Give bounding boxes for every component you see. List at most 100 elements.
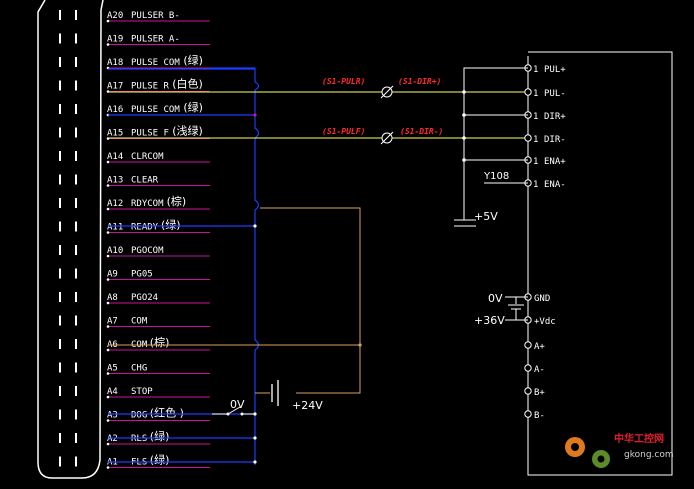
pin-label: A14 xyxy=(107,152,123,162)
pin-name: CLEAR xyxy=(131,176,159,186)
pin-label: A3 xyxy=(107,411,118,421)
terminal-label: DIR- xyxy=(544,135,566,145)
power-terminal-circle xyxy=(524,364,532,372)
pin-name: PULSE F xyxy=(131,129,169,139)
signal-label-upper-left: (S1-PULR) xyxy=(322,77,365,86)
pin-dot xyxy=(106,231,110,234)
terminal-label: ENA+ xyxy=(544,157,566,167)
power-terminal-circle xyxy=(524,341,532,349)
pin-name: PGOCOM xyxy=(131,246,164,256)
pin-note: (红色 ) xyxy=(150,406,184,420)
pin-note: (绿) xyxy=(183,100,203,114)
signal-label-lower-right: (S1-DIR-) xyxy=(400,127,443,136)
power-terminal-label: GND xyxy=(534,294,550,304)
pin-name: STOP xyxy=(131,387,153,397)
power-terminal-circle xyxy=(524,387,532,395)
pin-name: PULSER A- xyxy=(131,35,180,45)
pin-note: (绿) xyxy=(150,453,170,467)
plus36v-label: +36V xyxy=(474,314,505,327)
pin-label: A7 xyxy=(107,317,118,327)
pin-dot xyxy=(106,184,110,187)
pin-label: A8 xyxy=(107,293,118,303)
pin-dot xyxy=(106,466,110,469)
terminal-label: PUL- xyxy=(544,89,566,99)
pin-dot xyxy=(106,278,110,281)
pin-note: (绿) xyxy=(183,53,203,67)
gear-icon xyxy=(565,437,610,468)
signal-label-upper-right: (S1-DIR+) xyxy=(398,77,441,86)
zero-v-driver-label: 0V xyxy=(488,292,503,305)
power-terminal-label: A+ xyxy=(534,342,545,352)
pin-note: (绿) xyxy=(150,429,170,443)
connector-pin-stubs xyxy=(59,10,77,467)
pin-label: A17 xyxy=(107,82,123,92)
connector-outline xyxy=(37,0,104,479)
terminal-number: 1 xyxy=(533,180,538,190)
pin-name: PGO24 xyxy=(131,293,158,303)
terminal-number: 1 xyxy=(533,112,538,122)
pin-label: A15 xyxy=(107,129,123,139)
power-terminal-label: +Vdc xyxy=(534,317,556,327)
pin-name: CHG xyxy=(131,364,147,374)
pin-dot xyxy=(106,160,110,164)
pin-name: PULSE COM xyxy=(131,105,180,115)
pin-label: A9 xyxy=(107,270,118,280)
pin-label: A16 xyxy=(107,105,123,115)
pulse-wires xyxy=(108,91,528,139)
pin-label: A13 xyxy=(107,176,123,186)
plus24v-source xyxy=(271,380,279,406)
pin-note: (棕) xyxy=(167,194,187,208)
pin-dot xyxy=(106,348,110,352)
pin-label: A20 xyxy=(107,11,123,21)
plus24v-label: +24V xyxy=(292,399,323,412)
pin-label: A5 xyxy=(107,364,118,374)
pin-label: A12 xyxy=(107,199,123,209)
pin-dot xyxy=(106,372,110,375)
pin-dot xyxy=(106,254,110,258)
pin-note: (棕) xyxy=(150,335,170,349)
pin-name: PULSE R xyxy=(131,82,170,92)
pin-name: READY xyxy=(131,223,159,233)
power-terminal-circle xyxy=(524,410,532,418)
pin-dot xyxy=(106,325,110,328)
pin-dot xyxy=(106,419,110,422)
power-terminal-label: A- xyxy=(534,365,545,375)
power-terminal-label: B- xyxy=(534,411,545,421)
pin-label: A11 xyxy=(107,223,123,233)
pin-dot xyxy=(106,395,110,399)
plus5v-label: +5V xyxy=(474,210,498,223)
power-terminal-label: B+ xyxy=(534,388,545,398)
watermark-cn: 中华工控网 xyxy=(614,432,664,445)
pulse-resistor-lower xyxy=(380,131,394,145)
plus5v-rail xyxy=(454,67,528,227)
pin-name: PULSE COM xyxy=(131,58,180,68)
terminal-circle xyxy=(524,88,532,96)
gkong-watermark: 中华工控网 gkong.com xyxy=(565,432,674,468)
signal-label-lower-left: (S1-PULF) xyxy=(322,127,365,136)
pin-label: A19 xyxy=(107,35,123,45)
terminal-number: 1 xyxy=(533,157,538,167)
pin-label: A10 xyxy=(107,246,123,256)
pin-note: (绿) xyxy=(161,218,181,232)
driver-supply xyxy=(505,296,528,321)
terminal-number: 1 xyxy=(533,65,538,75)
pin-note: (浅绿) xyxy=(172,124,203,138)
pin-name: DOG xyxy=(131,411,147,421)
ready-loop xyxy=(108,207,361,394)
terminal-label: PUL+ xyxy=(544,65,566,75)
pulse-resistor-upper xyxy=(380,85,394,99)
pin-name: CLRCOM xyxy=(131,152,164,162)
terminal-number: 1 xyxy=(533,89,538,99)
pin-name: RLS xyxy=(131,434,147,444)
terminal-number: 1 xyxy=(533,135,538,145)
pin-name: PG05 xyxy=(131,270,153,280)
pin-dot xyxy=(106,43,110,46)
terminal-label: DIR+ xyxy=(544,112,566,122)
pin-label: A18 xyxy=(107,58,123,68)
pin-dot xyxy=(106,301,110,305)
